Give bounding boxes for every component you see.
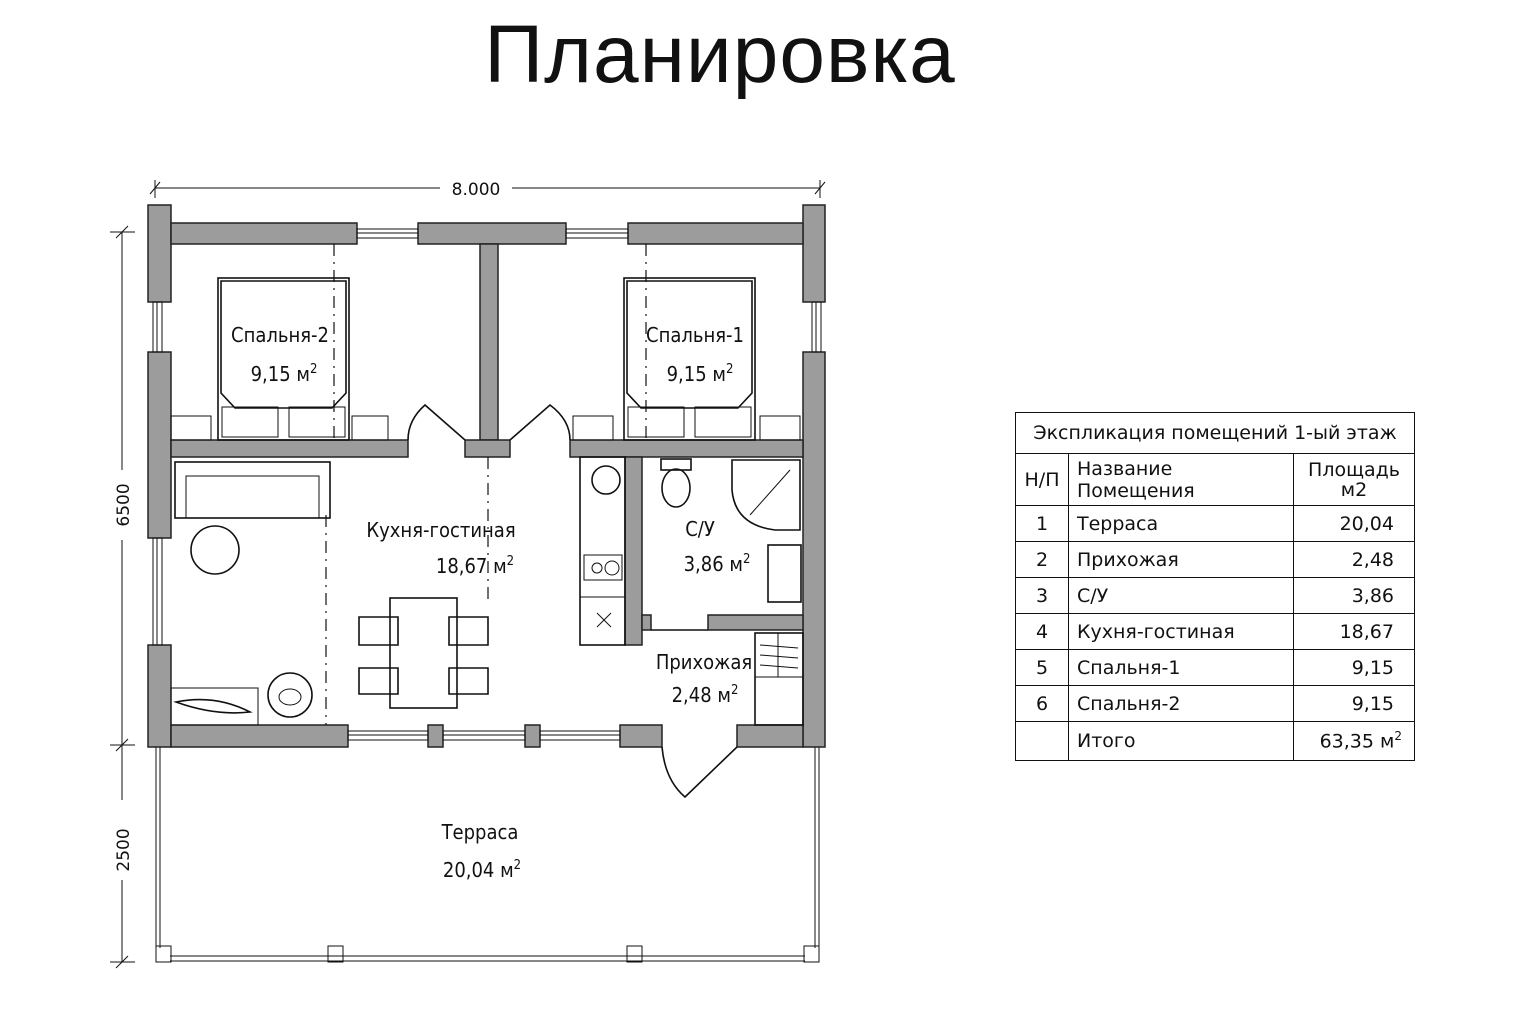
kitchen-counter (579, 456, 626, 646)
room-schedule-table: Экспликация помещений 1-ый этаж Н/П Назв… (1015, 412, 1415, 761)
kitchen-area: 18,67 м2 (436, 554, 514, 578)
dimension-width-label: 8.000 (452, 180, 501, 200)
round-table (190, 525, 240, 575)
hallway-name: Прихожая (656, 650, 752, 674)
dimension-depth: 6500 2500 (110, 225, 135, 969)
bedroom2-area: 9,15 м2 (251, 362, 318, 386)
header-num: Н/П (1015, 453, 1069, 506)
total-label: Итого (1068, 721, 1294, 761)
sofa (174, 461, 331, 519)
toilet (660, 458, 692, 508)
header-name: Название Помещения (1068, 453, 1294, 506)
terrace-post (155, 945, 172, 963)
page-title: Планировка (484, 9, 956, 100)
total-area: 63,35 м2 (1293, 721, 1415, 761)
dimension-width: 8.000 (149, 180, 826, 200)
bathroom-name: С/У (685, 517, 715, 541)
terrace-post (803, 945, 820, 963)
bath-sink (767, 544, 802, 603)
plant (267, 672, 313, 718)
bathroom-area: 3,86 м2 (684, 552, 751, 576)
dimension-terrace-label: 2500 (114, 828, 134, 871)
bedroom1-area: 9,15 м2 (667, 362, 734, 386)
terrace-name: Терраса (441, 820, 519, 844)
terrace-post (626, 945, 643, 963)
windows (152, 228, 822, 741)
table-title: Экспликация помещений 1-ый этаж (1015, 412, 1415, 454)
terrace (155, 747, 820, 963)
bedroom2-name: Спальня-2 (231, 323, 329, 347)
terrace-area: 20,04 м2 (443, 858, 521, 882)
kitchen-name: Кухня-гостиная (366, 518, 515, 542)
tv-stand (170, 687, 259, 726)
bed-bedroom2 (170, 277, 389, 441)
shower (731, 459, 801, 531)
doors (407, 403, 738, 799)
bed-bedroom1 (572, 277, 801, 441)
bedroom1-name: Спальня-1 (646, 323, 744, 347)
hallway-cabinet (754, 632, 804, 726)
dimension-house-label: 6500 (114, 483, 134, 526)
hallway-area: 2,48 м2 (672, 683, 739, 707)
dining-table (358, 597, 489, 709)
floor-plan: 8.000 6500 2500 (110, 180, 826, 969)
terrace-post (327, 945, 344, 963)
